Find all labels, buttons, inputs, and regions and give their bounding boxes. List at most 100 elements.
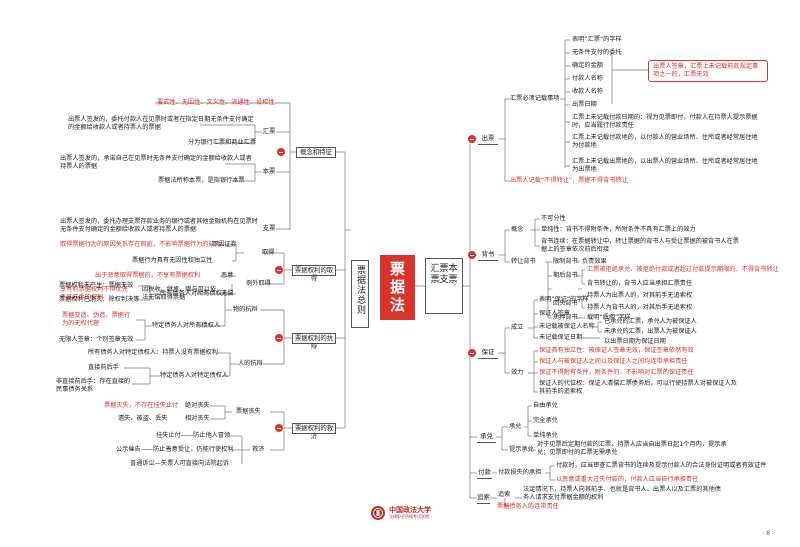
benpiao-node[interactable]: 本票 [262,167,276,178]
chupiao-red-note: 出票人记载“不得转让”，票据不得背书转让 [510,177,628,184]
left-root-box[interactable]: 票据法总则 [351,260,369,328]
baozheng-c1: 表明“保证”的字样 [539,296,589,303]
logo-sub: 法律职业资格考试学院 [389,514,429,519]
chengdui-w: 完全承兑 [533,417,558,424]
acquire-label: 票据权利的取得 [294,266,334,282]
defense-specific-all: 特定债务人对所有债权人 [152,322,221,329]
relief-box[interactable]: 票据权利的救济 [292,423,336,440]
right-root-box[interactable]: 汇票本票支票 [425,258,463,314]
relief-lost-items: 遗失、被盗、丢失 [118,415,168,422]
relief-label: 票据权利的救济 [294,424,334,440]
chengdui-z: 自由承兑 [533,402,558,409]
defense-red-wei: 票据变造、伪造、票据行为的无权代理 [62,312,131,327]
concept-red-features: 要式性、无因性、文义性、流通性、设权性 [157,99,275,106]
relief-gg: 公示催告——防止善意受让，仍能行使权利 [116,446,234,453]
baozheng-c2: 保证人签章 [539,310,570,317]
baozheng-c4a: 以出票日期为保证日期 [604,338,666,345]
center-title-box[interactable]: 票据法 [380,255,415,320]
baozheng-x2: 保证人与被保证人之间以及保证人之间均连带承担责任 [539,358,688,365]
baozheng-x3: 保证不得附有条件，附条件的，不影响对汇票的保证责任 [539,369,694,376]
collapse-dot-icon[interactable] [275,334,283,342]
chengdui-label: 承兑 [480,432,493,440]
beishu-zhiya: 质押背书 [553,314,578,321]
beishu-zy: 载明“质押”字样 [587,314,631,321]
zhuisuo-box[interactable]: 追索 [477,493,490,504]
concept-box[interactable]: 概念和特征 [296,147,336,158]
defense-r4: 特定债务人对特定债权人 [160,372,229,379]
acquire-line-2: 票据行为具有无因性和独立性 [132,257,213,264]
chengdui-d: 单纯承兑 [533,432,558,439]
collapse-dot-icon[interactable] [275,424,283,432]
defense-r3: 非直接前后手：存在直接的民事债务关系 [56,378,131,393]
acquire-wuchang: 无偿 [221,290,234,297]
benpiao-class: 票据法所称本票，是指银行本票 [158,177,245,184]
baozheng-xiaoli: 效力 [511,369,524,376]
baozheng-box[interactable]: 保证 [478,348,498,359]
chupiao-item: 收款人名称 [572,88,603,95]
baozheng-label: 保证 [481,348,495,356]
beishu-gainian: 概念 [511,226,524,233]
chupiao-extra-3: 汇票上未记载出票地的，以出票人的营业场所、住所或者经常居住地为出票地 [572,158,758,173]
defense-box[interactable]: 票据权利的抗辩 [292,333,336,350]
fukuan-f1: 付款时，应当审查汇票背书的连续及提示付款人的合法身份证明或者有效证件 [556,462,767,469]
defense-r1: 所有债务人对特定债权人：持票人没有票据权利 [88,349,218,356]
beishu-label: 背书 [481,250,495,258]
collapse-dot-icon[interactable] [277,148,285,156]
defense-wu: 物的抗辩 [233,306,258,313]
defense-w1: 票据权利未产生：票据无效 [59,282,134,289]
baozheng-chengli: 成立 [511,324,524,331]
chupiao-item: 表明“汇票”的字样 [572,36,622,43]
chupiao-box[interactable]: 出票 [478,134,498,145]
chengdui-ts: 提示承兑 [509,446,534,453]
zhuisuo-zd: 法定情况下，持票人向其前手、也就是背书人、出票人以及汇票的其他债务人请求支付票据… [523,486,721,501]
acquire-shuifu: 因税收、继承、赠与可以依法无偿取得票据 [142,286,217,301]
beishu-qh-red: 汇票被拒绝承兑、被拒绝付款或者超过付款提示期限的，不得背书转让 [587,266,779,273]
chupiao-item: 付款人名称 [572,75,603,82]
collapse-dot-icon[interactable] [275,266,283,274]
collapse-dot-icon[interactable] [468,135,476,143]
huipiao-node[interactable]: 汇票 [262,127,276,138]
beishu-qh2: 背书转让的，背书人应当承担汇票责任 [587,280,693,287]
footer-logo: 中国政法大学 法律职业资格考试学院 [370,505,440,521]
right-root-label: 汇票本票支票 [430,264,458,285]
zhipiao-label: 支票 [262,224,276,232]
zhuisuo-red: 票据债务人的连带责任 [497,503,559,510]
baozheng-c3: 未记载被保证人名称 [539,323,595,330]
defense-w4: 无限人签章：个别签章无效 [59,336,134,343]
defense-all-all: 所有债务人对所有债权人 [160,290,229,297]
huipiao-label: 汇票 [262,127,276,135]
defense-ren: 人的抗辩 [238,360,263,367]
acquire-eyi: 恶意 [221,272,234,279]
huipiao-class: 分为银行汇票和商业汇票 [188,139,257,146]
collapse-dot-icon[interactable] [468,251,476,259]
fukuan-box[interactable]: 付款 [477,468,492,479]
acquire-qude: 取得 [262,249,275,256]
huipiao-desc: 出票人签发的，委托付款人在见票时或者在指定日期无条件支付确定的金额给收款人或者持… [68,116,254,131]
chupiao-extra-1: 汇票上未记载付款日期的：视为见票即付，付款人在持票人提示票据时，应当履行付款责任 [572,114,758,129]
relief-gs: 挂失止付——防止他人冒领 [156,432,231,439]
center-title: 票据法 [388,261,406,315]
fukuan-f-red: 以恶意或重大过失付款的，付款人应当自行承担责任 [556,476,699,483]
acquire-red-3: 享有的票据权利不得优先于其前手的权利 [60,286,129,301]
defense-w2: 票据权利已消灭：除权判决等 [59,296,140,303]
beishu-h1: 持票人为出票人的，对其前手无追索权 [587,292,693,299]
beishu-g3: 背书连续：在票据转让中，转让票据的背书人与受让票据的被背书人在票据上的签章依次前… [541,238,739,253]
baozheng-c3a: 已承兑的汇票，承兑人为被保证人 [604,318,697,325]
beishu-g2: 单纯性：背书不得附条件，所附条件不具有汇票上的效力 [541,226,696,233]
zhuisuo-z: 追索 [498,491,511,498]
benpiao-desc: 出票人签发的，承诺自己在见票时无条件支付确定的金额给收款人或者持票人的票据 [60,155,252,170]
baozheng-c4: 未记载保证日期 [539,334,583,341]
beishu-g1: 不可分性 [541,215,566,222]
zhipiao-node[interactable]: 支票 [262,224,276,235]
chengdui-ts-desc: 对于见票后定期付款的汇票，持票人应当自出票日起1个月内，提示承兑；见票即付的汇票… [537,441,727,456]
collapse-dot-icon[interactable] [468,349,476,357]
beishu-box[interactable]: 背书 [478,250,498,261]
chengdui-box[interactable]: 承兑 [477,432,496,443]
logo-text: 中国政法大学 [389,505,431,514]
acquire-box[interactable]: 票据权利的取得 [292,265,336,282]
beishu-qihou: 期后背书 [553,272,578,279]
relief-jue: 绝对丧失 [185,402,210,409]
university-seal-icon [371,506,385,520]
chupiao-sub: 汇票必须记载事项 [510,95,560,102]
acquire-red-1: 取得票据行为的原因关系存在瑕疵，不影响票据行为的效力 [60,241,221,248]
